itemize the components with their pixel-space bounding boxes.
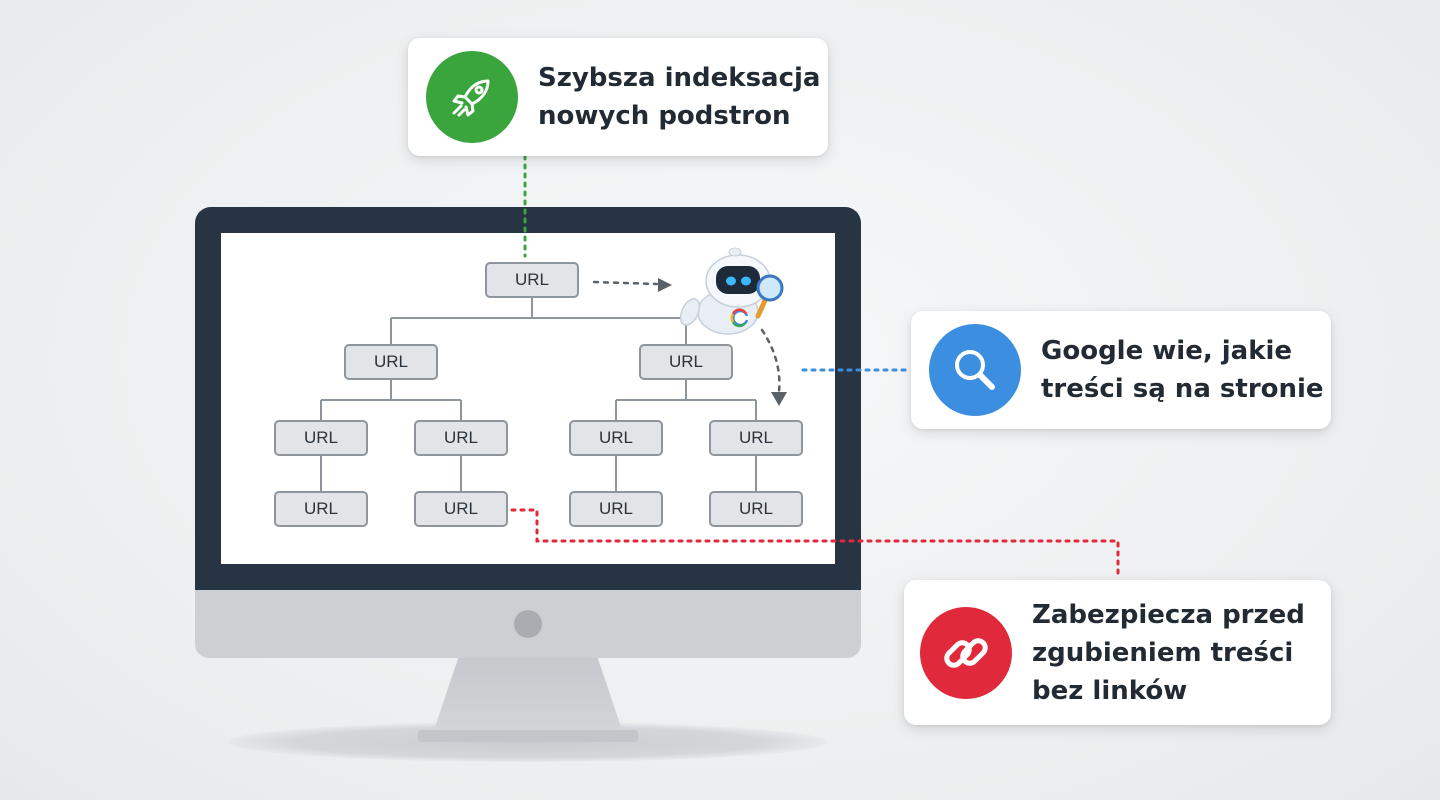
card-orphan-protection: Zabezpiecza przed zgubieniem treści bez …	[904, 580, 1331, 725]
monitor-stand	[432, 656, 624, 736]
rocket-icon	[426, 51, 518, 143]
tree-lines	[320, 298, 757, 491]
url-node-level3-1: URL	[274, 491, 368, 527]
url-node-level2-1: URL	[274, 420, 368, 456]
crawl-arrow-2-line	[760, 328, 781, 394]
url-node-root: URL	[485, 262, 579, 298]
crawl-arrow-2-head	[771, 392, 787, 406]
url-node-level3-2: URL	[414, 491, 508, 527]
url-node-level2-4: URL	[709, 420, 803, 456]
card-google-knows-text: Google wie, jakie treści są na stronie	[1041, 336, 1324, 404]
url-node-level3-4: URL	[709, 491, 803, 527]
red-connector	[510, 508, 1120, 580]
link-icon	[920, 606, 1012, 699]
url-node-level2-2: URL	[414, 420, 508, 456]
monitor-stand-base	[418, 730, 638, 742]
monitor-button	[514, 610, 542, 638]
crawl-arrow-line	[592, 280, 659, 286]
card-google-knows: Google wie, jakie treści są na stronie	[911, 311, 1331, 429]
card-faster-indexing-text: Szybsza indeksacja nowych podstron	[538, 63, 821, 131]
url-node-level3-3: URL	[569, 491, 663, 527]
url-node-level2-3: URL	[569, 420, 663, 456]
crawl-arrow-head	[658, 278, 672, 292]
card-orphan-protection-text: Zabezpiecza przed zgubieniem treści bez …	[1032, 599, 1305, 706]
url-node-level1-right: URL	[639, 344, 733, 380]
url-node-level1-left: URL	[344, 344, 438, 380]
card-faster-indexing: Szybsza indeksacja nowych podstron	[408, 38, 828, 156]
search-icon	[929, 324, 1021, 416]
